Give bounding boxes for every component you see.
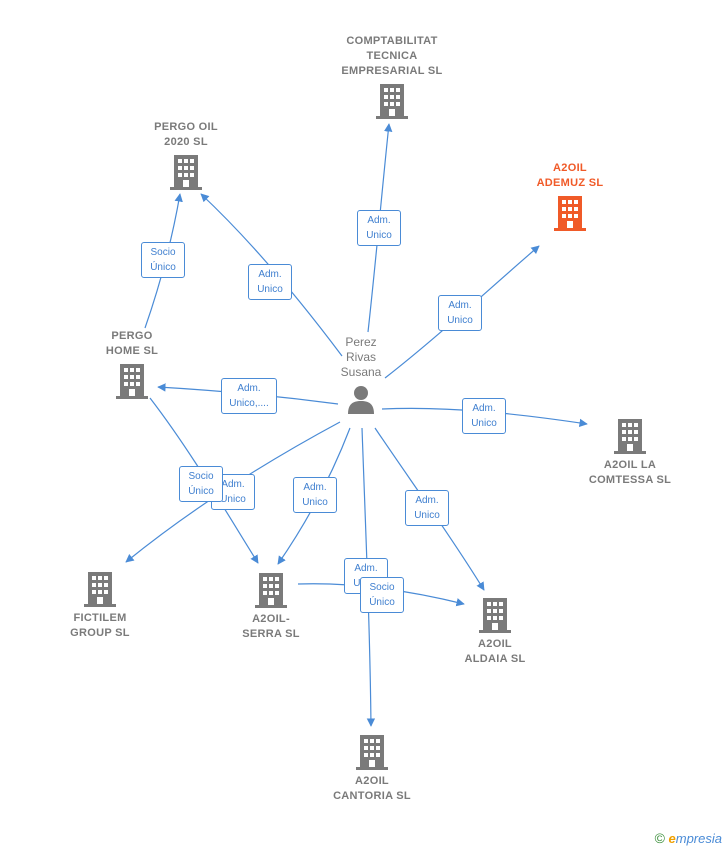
company-node-ademuz[interactable]: A2OIL ADEMUZ SL <box>505 161 635 231</box>
company-node-comptabilitat[interactable]: COMPTABILITAT TECNICA EMPRESARIAL SL <box>327 34 457 119</box>
company-node-fictilem[interactable]: FICTILEM GROUP SL <box>35 571 165 641</box>
copyright-symbol: © <box>654 830 665 846</box>
person-label: Perez Rivas Susana <box>340 335 382 379</box>
company-label: A2OIL CANTORIA SL <box>333 775 411 802</box>
company-node-pergo-oil[interactable]: PERGO OIL 2020 SL <box>121 120 251 190</box>
company-node-cantoria[interactable]: A2OIL CANTORIA SL <box>307 734 437 804</box>
company-label: PERGO HOME SL <box>105 330 159 357</box>
building-icon <box>554 196 586 231</box>
company-node-comtessa[interactable]: A2OIL LA COMTESSA SL <box>565 418 695 488</box>
building-icon <box>170 155 202 190</box>
edge-label-serra: Adm. Unico <box>293 477 337 513</box>
company-label: A2OIL- SERRA SL <box>242 613 300 640</box>
brand-logo-e: e <box>668 831 676 846</box>
brand-logo-text: mpresia <box>675 831 722 846</box>
company-node-aldaia[interactable]: A2OIL ALDAIA SL <box>430 597 560 667</box>
company-label: COMPTABILITAT TECNICA EMPRESARIAL SL <box>341 35 443 77</box>
building-icon <box>84 572 116 607</box>
company-label: A2OIL ADEMUZ SL <box>536 162 604 189</box>
brand-watermark: © empresia <box>655 830 722 846</box>
company-node-pergo-home[interactable]: PERGO HOME SL <box>67 329 197 399</box>
edge-label-serra-aldaia: Socio Único <box>360 577 404 613</box>
person-node[interactable]: Perez Rivas Susana <box>321 335 401 414</box>
person-icon <box>348 386 374 414</box>
building-icon <box>614 419 646 454</box>
edge-label-pergo-home-pergo-oil: Socio Único <box>141 242 185 278</box>
edge-label-pergo-home: Adm. Unico,.... <box>221 378 277 414</box>
edge-label-aldaia: Adm. Unico <box>405 490 449 526</box>
edge-label-comptabilitat: Adm. Unico <box>357 210 401 246</box>
company-node-serra[interactable]: A2OIL- SERRA SL <box>206 572 336 642</box>
edge-label-ademuz: Adm. Unico <box>438 295 482 331</box>
company-label: A2OIL ALDAIA SL <box>464 638 526 665</box>
building-icon <box>376 84 408 119</box>
building-icon <box>116 364 148 399</box>
company-label: A2OIL LA COMTESSA SL <box>588 459 672 486</box>
edge-label-pergo-oil: Adm. Unico <box>248 264 292 300</box>
building-icon <box>356 735 388 770</box>
company-label: PERGO OIL 2020 SL <box>154 121 218 148</box>
building-icon <box>479 598 511 633</box>
edge-label-comtessa: Adm. Unico <box>462 398 506 434</box>
building-icon <box>255 573 287 608</box>
company-label: FICTILEM GROUP SL <box>70 612 130 639</box>
edge-label-pergo-home-serra: Socio Único <box>179 466 223 502</box>
